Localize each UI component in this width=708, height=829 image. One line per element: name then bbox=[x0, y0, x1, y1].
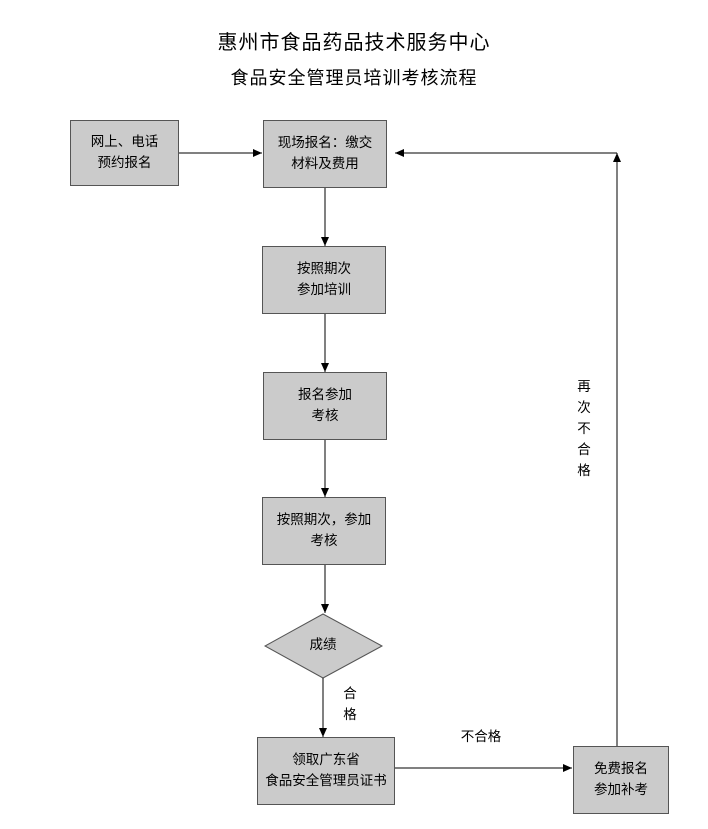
exam-box: 按照期次，参加 考核 bbox=[262, 497, 386, 565]
pass-label: 合 格 bbox=[343, 686, 357, 723]
result-label: 成绩 bbox=[309, 637, 337, 653]
page-title: 惠州市食品药品技术服务中心 bbox=[217, 30, 491, 54]
onsite-registration-box: 现场报名：缴交 材料及费用 bbox=[263, 120, 387, 188]
exam-registration-box: 报名参加 考核 bbox=[263, 372, 387, 440]
fail-label: 不合格 bbox=[460, 729, 502, 745]
training-box: 按照期次 参加培训 bbox=[262, 246, 386, 314]
online-booking-box: 网上、电话 预约报名 bbox=[70, 120, 179, 186]
retake-box: 免费报名 参加补考 bbox=[573, 746, 669, 814]
certificate-box: 领取广东省 食品安全管理员证书 bbox=[257, 737, 395, 805]
fail-again-label: 再 次 不 合 格 bbox=[577, 379, 591, 479]
page-subtitle: 食品安全管理员培训考核流程 bbox=[230, 68, 478, 89]
